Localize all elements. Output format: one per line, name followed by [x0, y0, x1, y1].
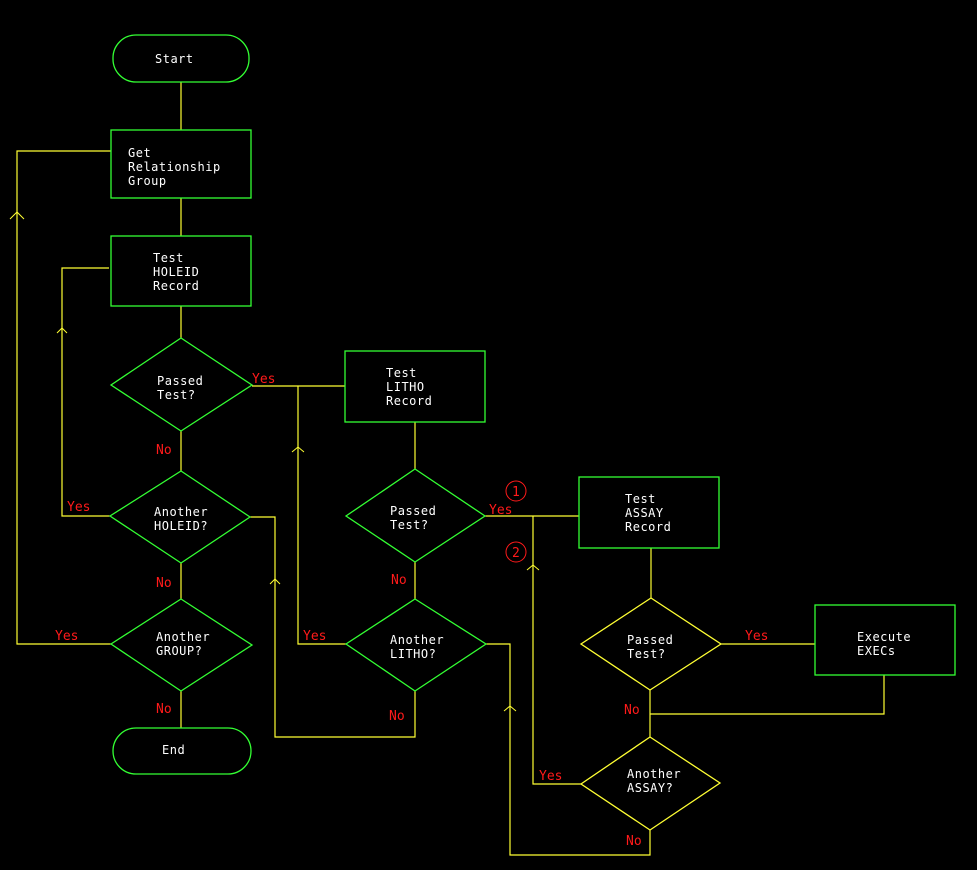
node-label: Record — [153, 279, 199, 293]
node-test-holeid[interactable]: Test HOLEID Record — [110, 235, 252, 307]
node-label: Another — [390, 633, 444, 647]
node-passed-litho[interactable]: Passed Test? — [344, 468, 487, 563]
node-start[interactable]: Start — [112, 34, 250, 83]
node-label: Test — [386, 366, 417, 380]
node-label: ASSAY? — [627, 781, 673, 795]
yes-label: Yes — [303, 629, 326, 644]
node-label: Get — [128, 146, 151, 160]
decision-shape — [344, 598, 488, 692]
marker-circle — [505, 541, 527, 563]
node-execute-execs[interactable]: Execute EXECs — [814, 604, 956, 676]
node-label: Record — [386, 394, 432, 408]
no-label: No — [156, 576, 172, 591]
node-test-assay[interactable]: Test ASSAY Record — [578, 476, 720, 549]
node-label: Passed — [157, 374, 203, 388]
marker-one: 1 — [505, 480, 527, 502]
node-label: EXECs — [857, 644, 896, 658]
process-shape — [578, 476, 720, 549]
node-label: Group — [128, 174, 167, 188]
decision-shape — [108, 470, 252, 564]
node-label: Test? — [627, 647, 666, 661]
decision-shape — [109, 598, 254, 692]
edge-another-litho-no-return — [250, 516, 416, 738]
node-label: Another — [627, 767, 681, 781]
node-label: End — [162, 743, 185, 757]
yes-label: Yes — [67, 500, 90, 515]
node-passed-assay[interactable]: Passed Test? — [579, 597, 723, 691]
node-label: Test — [153, 251, 184, 265]
yes-label: Yes — [252, 372, 275, 387]
edge-another-holeid-yes-loop — [61, 267, 110, 517]
node-label: Start — [155, 52, 194, 66]
decision-shape — [344, 468, 487, 563]
up-arrow-icon — [269, 578, 281, 585]
edge-another-group-yes-loop — [16, 150, 111, 645]
node-label: Test? — [157, 388, 196, 402]
node-label: Test — [625, 492, 656, 506]
decision-shape — [109, 337, 254, 432]
no-label: No — [156, 443, 172, 458]
edge-another-assay-yes-loop — [532, 516, 581, 785]
yes-label: Yes — [539, 769, 562, 784]
node-label: LITHO? — [390, 647, 436, 661]
up-arrow-icon — [526, 564, 540, 571]
node-get-group[interactable]: Get Relationship Group — [110, 129, 252, 199]
node-another-litho[interactable]: Another LITHO? — [344, 598, 488, 692]
node-label: Relationship — [128, 160, 221, 174]
node-label: LITHO — [386, 380, 425, 394]
node-another-holeid[interactable]: Another HOLEID? — [108, 470, 252, 564]
node-another-group[interactable]: Another GROUP? — [109, 598, 254, 692]
edge-another-assay-no-return — [486, 643, 651, 856]
node-end[interactable]: End — [112, 727, 252, 775]
process-shape — [344, 350, 486, 423]
node-label: HOLEID? — [154, 519, 208, 533]
node-label: Record — [625, 520, 671, 534]
node-label: Another — [156, 630, 210, 644]
node-label: GROUP? — [156, 644, 202, 658]
marker-two: 2 — [505, 541, 527, 563]
terminator-shape — [112, 34, 250, 83]
up-arrow-icon — [291, 446, 305, 453]
process-shape — [814, 604, 956, 676]
node-another-assay[interactable]: Another ASSAY? — [579, 736, 722, 831]
edge-execute-to-merge — [650, 675, 885, 715]
up-arrow-icon — [503, 705, 517, 712]
connectors — [9, 82, 885, 856]
node-label: HOLEID — [153, 265, 199, 279]
node-test-litho[interactable]: Test LITHO Record — [344, 350, 486, 423]
process-shape — [110, 129, 252, 199]
yes-label: Yes — [489, 503, 512, 518]
node-passed-holeid[interactable]: Passed Test? — [109, 337, 254, 432]
decision-shape — [579, 597, 723, 691]
marker-label: 1 — [512, 485, 520, 500]
up-arrow-icon — [56, 327, 68, 334]
yes-label: Yes — [745, 629, 768, 644]
up-arrow-icon — [9, 211, 25, 220]
decision-shape — [579, 736, 722, 831]
node-label: Passed — [627, 633, 673, 647]
node-label: Another — [154, 505, 208, 519]
no-label: No — [624, 703, 640, 718]
no-label: No — [391, 573, 407, 588]
yes-label: Yes — [55, 629, 78, 644]
marker-label: 2 — [512, 546, 520, 561]
node-label: Test? — [390, 518, 429, 532]
node-label: Passed — [390, 504, 436, 518]
process-shape — [110, 235, 252, 307]
no-label: No — [389, 709, 405, 724]
edge-another-litho-yes-loop — [297, 386, 346, 645]
no-label: No — [156, 702, 172, 717]
marker-circle — [505, 480, 527, 502]
node-label: ASSAY — [625, 506, 664, 520]
node-label: Execute — [857, 630, 911, 644]
terminator-shape — [112, 727, 252, 775]
no-label: No — [626, 834, 642, 849]
branch-labels: Yes No Yes No Yes No Yes No Yes No Yes N… — [55, 372, 768, 849]
